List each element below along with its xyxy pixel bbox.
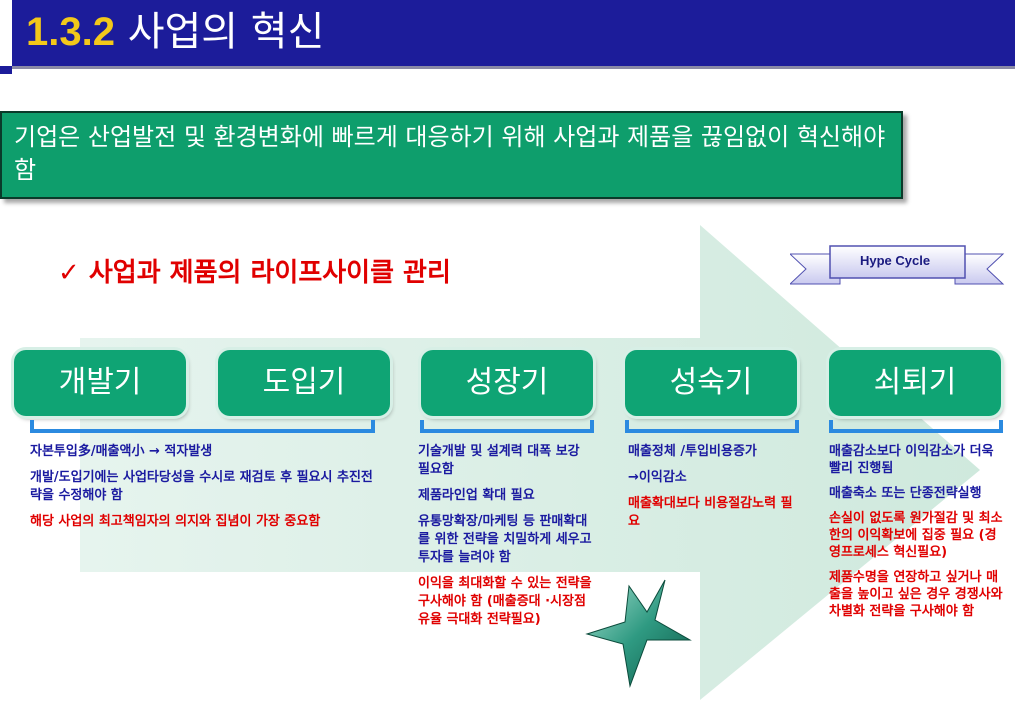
hype-cycle-label: Hype Cycle: [859, 253, 931, 268]
bracket-growth: [420, 420, 594, 433]
note-item: 매출축소 또는 단종전략실행: [829, 486, 982, 501]
bracket-decline: [829, 420, 1003, 433]
note-item: 매출감소보다 이익감소가 더욱 빨리 진행됨: [829, 444, 994, 476]
section-number: 1.3.2: [26, 10, 115, 54]
note-item: 유통망확장/마케팅 등 판매확대를 위한 전략을 치밀하게 세우고 투자를 늘려…: [418, 514, 592, 565]
title-stripe: [0, 66, 12, 74]
note-item: 기술개발 및 설계력 대폭 보강 필요함: [418, 444, 580, 477]
note-item: 개발/도입기에는 사업타당성을 수시로 재검토 후 필요시 추진전략을 수정해야…: [30, 470, 373, 503]
notes-early: 자본투입多/매출액小 → 적자발생 개발/도입기에는 사업타당성을 수시로 재검…: [30, 443, 375, 539]
note-item: 매출정체 /투입비용증가: [628, 444, 757, 459]
note-item: →이익감소: [628, 470, 687, 485]
note-item: 해당 사업의 최고책임자의 의지와 집념이 가장 중요함: [30, 514, 321, 529]
stage-introduction: 도입기: [218, 350, 390, 416]
stage-decline: 쇠퇴기: [829, 350, 1001, 416]
lifecycle-heading-text: 사업과 제품의 라이프사이클 관리: [88, 258, 451, 288]
big-arrow-background: [80, 225, 980, 700]
lifecycle-heading: ✓ 사업과 제품의 라이프사이클 관리: [58, 252, 451, 289]
note-item: 제품라인업 확대 필요: [418, 488, 535, 503]
section-title: 사업의 혁신: [127, 9, 325, 55]
note-item: 이익을 최대화할 수 있는 전략을 구사해야 함 (매출증대 ·시장점유율 극대…: [418, 576, 592, 627]
slide-title: 1.3.2 사업의 혁신: [26, 8, 324, 56]
note-item: 매출확대보다 비용절감노력 필요: [628, 496, 793, 529]
hype-cycle-banner: [790, 245, 1005, 285]
bracket-mature: [625, 420, 799, 433]
stage-growth: 성장기: [421, 350, 593, 416]
stage-maturity: 성숙기: [625, 350, 797, 416]
bracket-early: [30, 420, 375, 433]
stage-development: 개발기: [14, 350, 186, 416]
note-item: 손실이 없도록 원가절감 및 최소한의 이익확보에 집중 필요 (경영프로세스 …: [829, 511, 1003, 560]
notes-growth: 기술개발 및 설계력 대폭 보강 필요함 제품라인업 확대 필요 유통망확장/마…: [418, 443, 593, 637]
notes-decline: 매출감소보다 이익감소가 더욱 빨리 진행됨 매출축소 또는 단종전략실행 손실…: [829, 443, 1005, 620]
intro-box: 기업은 산업발전 및 환경변화에 빠르게 대응하기 위해 사업과 제품을 끊임없…: [0, 111, 903, 199]
note-item: 자본투입多/매출액小 → 적자발생: [30, 444, 213, 459]
title-bar: [12, 0, 1015, 69]
check-icon: ✓: [58, 258, 80, 288]
intro-text: 기업은 산업발전 및 환경변화에 빠르게 대응하기 위해 사업과 제품을 끊임없…: [14, 123, 886, 184]
star-icon: [585, 579, 692, 688]
note-item: 제품수명을 연장하고 싶거나 매출을 높이고 싶은 경우 경쟁사와 차별화 전략…: [829, 570, 1003, 619]
notes-mature: 매출정체 /투입비용증가 →이익감소 매출확대보다 비용절감노력 필요: [628, 443, 803, 539]
